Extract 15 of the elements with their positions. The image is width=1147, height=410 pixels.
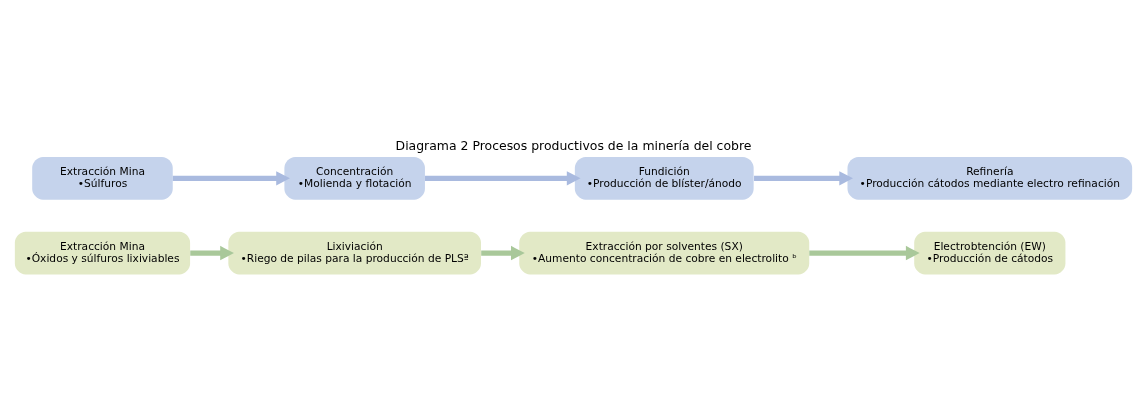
node-box: Fundición •Producción de blíster/ánodo — [574, 156, 754, 200]
node-box: Extracción Mina •Óxidos y súlfuros lixiviables — [14, 231, 191, 274]
node-box: Refinería •Producción cátodos mediante electro refinación — [847, 156, 1133, 200]
arrow — [754, 170, 854, 186]
node-box: Extracción Mina •Súlfuros — [32, 156, 173, 200]
node-box: Concentración •Molienda y flotación — [284, 156, 425, 200]
node-box: Electrobtención (EW) •Producción de cátodos — [914, 231, 1066, 274]
arrow — [809, 245, 920, 260]
node-box: Lixiviación •Riego de pilas para la producción de PLSª — [228, 231, 481, 274]
arrow — [425, 170, 581, 186]
arrow — [481, 245, 525, 260]
arrow — [172, 170, 290, 186]
arrow — [190, 245, 234, 260]
node-box: Extracción por solventes (SX) •Aumento concentración de cobre en electrolito ᵇ — [519, 231, 810, 274]
diagram-title: Diagrama 2 Procesos productivos de la minería del cobre — [395, 137, 752, 153]
